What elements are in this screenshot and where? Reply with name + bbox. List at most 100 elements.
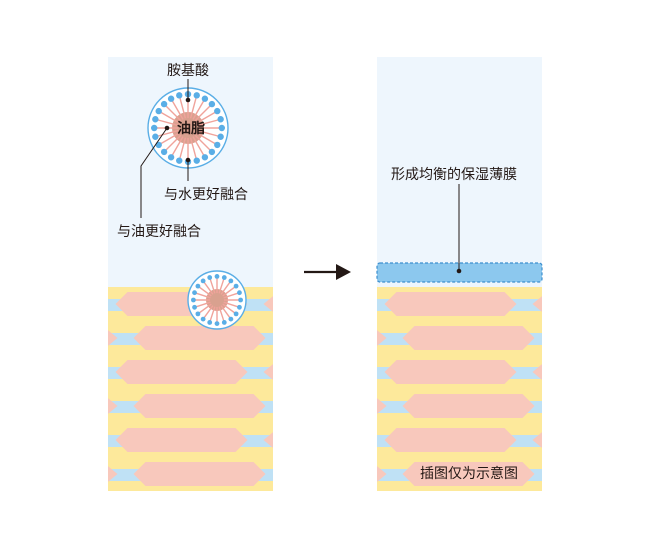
micelle-head — [208, 148, 216, 156]
label-moisture-film: 形成均衡的保湿薄膜 — [391, 167, 517, 183]
micelle-tail — [197, 303, 212, 315]
micelle-tail — [170, 136, 184, 158]
micelle-head — [214, 107, 221, 115]
micelle-head — [228, 278, 234, 284]
micelle-head — [208, 100, 216, 108]
label-oil-affinity: 与油更好融合 — [117, 224, 201, 240]
micelle-head — [191, 297, 196, 303]
skin-cell-edge — [357, 362, 374, 382]
skin-cell-edge — [88, 430, 105, 450]
micelle-head — [207, 320, 213, 325]
micelle-tail — [220, 305, 232, 320]
micelle-head — [200, 316, 206, 322]
micelle-tail — [158, 110, 180, 124]
skin-cell-edge — [357, 430, 374, 450]
micelle-head — [167, 95, 175, 102]
micelle-head — [237, 290, 242, 296]
micelle-tail — [178, 95, 187, 119]
micelle-head — [151, 124, 158, 132]
label-oil: 油脂 — [177, 120, 205, 137]
micelle-head — [195, 283, 201, 289]
micelle-tail — [194, 292, 211, 299]
right-skin-layers — [357, 287, 563, 491]
micelle-head — [201, 95, 209, 102]
micelle-head — [201, 154, 209, 161]
micelle-tail — [222, 303, 237, 315]
micelle-tail — [192, 98, 206, 120]
leader-dot-film — [456, 268, 462, 274]
skin-cell — [402, 462, 535, 486]
micelle-tail — [220, 280, 232, 295]
micelle-tail — [197, 129, 221, 138]
micelle-tail — [189, 137, 198, 161]
micelle-head — [217, 116, 224, 123]
micelle-tail — [158, 132, 180, 146]
micelle-head — [176, 157, 183, 164]
skin-cell-edge — [546, 396, 563, 416]
skin-cell — [384, 428, 517, 452]
micelle-head — [192, 304, 197, 310]
skin-cell — [133, 394, 266, 418]
leader-dot-water — [185, 157, 191, 163]
amino-acid-micelle-small-icon — [187, 270, 247, 330]
micelle-tail — [189, 95, 198, 119]
micelle-tail — [170, 98, 184, 120]
micelle-head — [233, 283, 239, 289]
micelle-head — [195, 311, 201, 317]
skin-cell-edge — [263, 432, 273, 448]
skin-cell-edge — [277, 464, 294, 484]
micelle-tail — [178, 137, 187, 161]
micelle-tail — [155, 118, 179, 127]
label-amino-acid: 胺基酸 — [167, 62, 209, 79]
skin-cell-edge — [88, 362, 105, 382]
skin-cell-edge — [88, 294, 105, 314]
micelle-tail — [197, 118, 221, 127]
micelle-tail — [194, 103, 213, 122]
skin-cell-edge — [277, 396, 294, 416]
micelle-head — [193, 92, 200, 99]
skin-cell — [384, 292, 517, 316]
micelle-head — [207, 275, 213, 280]
skin-base — [377, 287, 542, 491]
micelle-head — [221, 320, 227, 325]
micelle-head — [214, 321, 220, 326]
micelle-head — [160, 100, 168, 108]
right-arrow-icon — [304, 264, 351, 280]
skin-cell — [133, 462, 266, 486]
right-panel — [357, 57, 563, 491]
micelle-tail — [202, 305, 214, 320]
micelle-tail — [218, 277, 225, 294]
skin-cell-edge — [263, 364, 273, 380]
micelle-head — [228, 316, 234, 322]
micelle-head — [167, 154, 175, 161]
micelle-head — [233, 311, 239, 317]
micelle-head — [238, 297, 244, 303]
micelle-oil-core — [206, 289, 228, 311]
skin-cell-edge — [108, 330, 118, 346]
micelle-tail — [197, 285, 212, 297]
skin-cell-edge — [263, 296, 273, 312]
micelle-tail — [192, 136, 206, 158]
micelle-head — [237, 304, 242, 310]
micelle-tail — [202, 280, 214, 295]
micelle-tail — [163, 134, 182, 153]
micelle-tail — [194, 134, 213, 153]
skin-cell-edge — [532, 296, 542, 312]
micelle-tail — [155, 129, 179, 138]
micelle-tail — [196, 132, 218, 146]
skin-cell-edge — [357, 294, 374, 314]
skin-cell-edge — [377, 466, 387, 482]
micelle-tail — [223, 301, 240, 308]
micelle-head — [152, 116, 159, 123]
micelle-tail — [222, 285, 237, 297]
skin-cell — [115, 360, 248, 384]
micelle-tail — [209, 306, 216, 323]
skin-cell — [402, 394, 535, 418]
micelle-head — [218, 124, 225, 132]
micelle-tail — [194, 301, 211, 308]
micelle-tail — [209, 277, 216, 294]
micelle-head — [176, 92, 183, 99]
left-skin-layers — [88, 287, 294, 491]
skin-cell-edge — [546, 464, 563, 484]
micelle-head — [160, 148, 168, 156]
